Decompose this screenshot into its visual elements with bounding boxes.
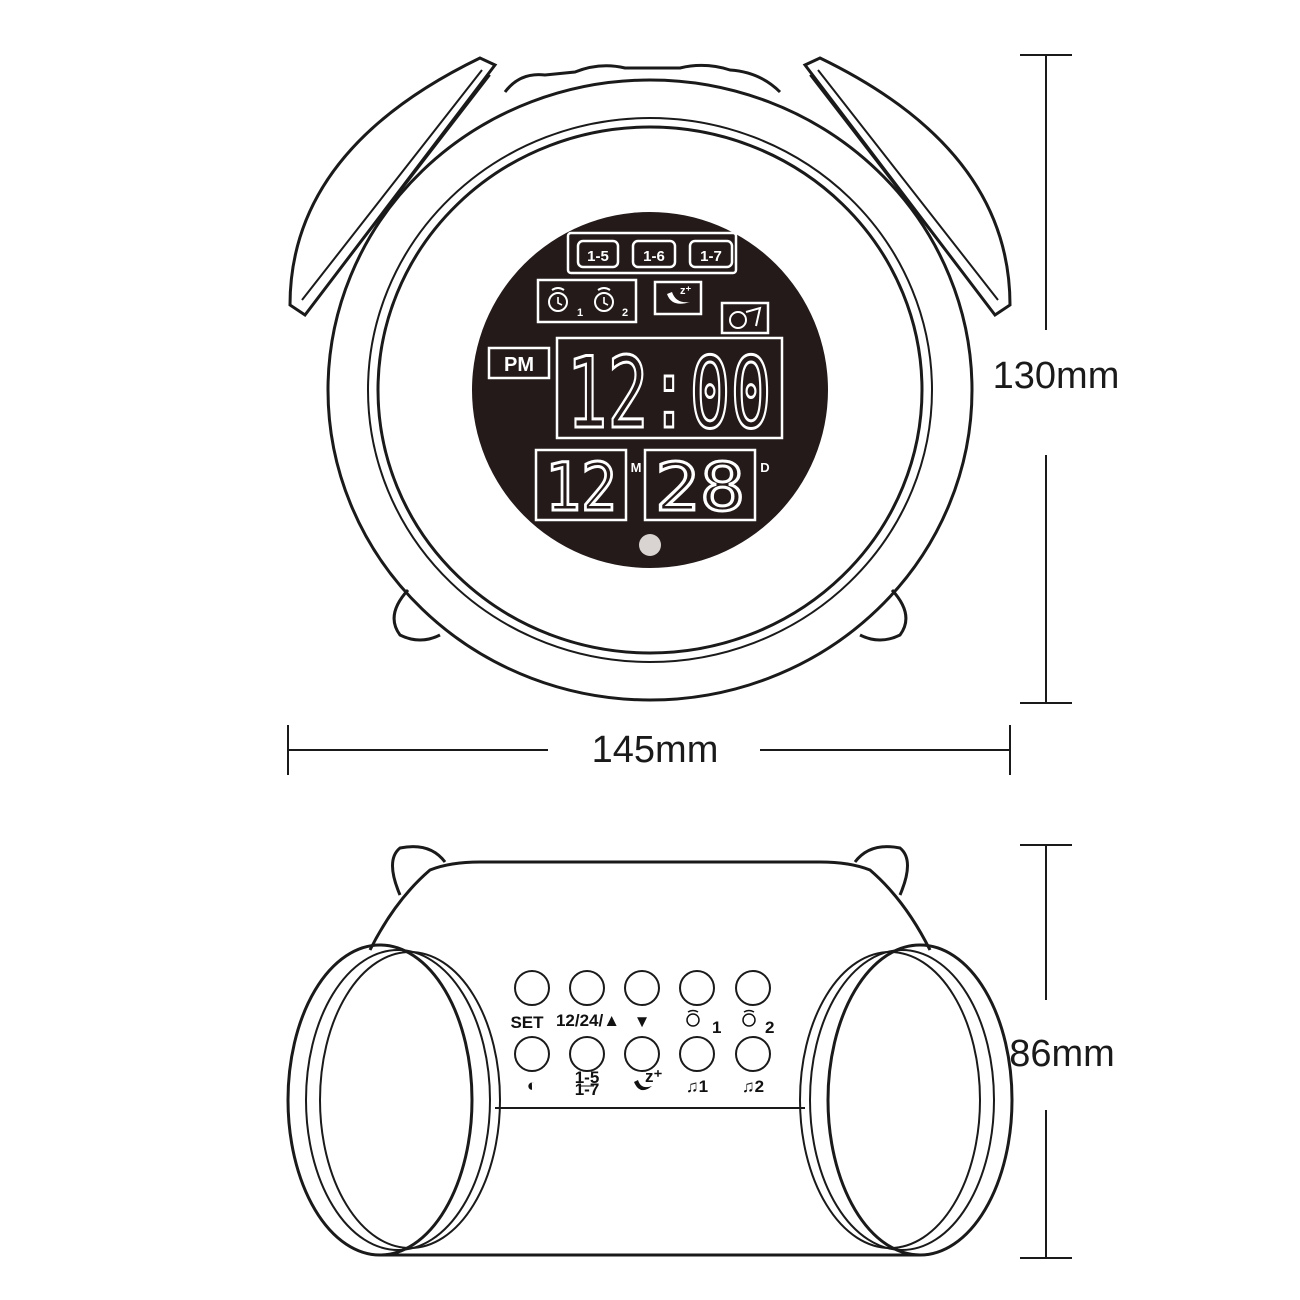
hour-format-up-button[interactable] <box>569 970 605 1006</box>
left-ear <box>391 845 447 896</box>
right-bell <box>802 56 1012 318</box>
day-mode-label-3: 1-7 <box>700 248 722 265</box>
alarm-2-sub: 2 <box>622 307 628 319</box>
button-row-2: ◐ 1-5 1-7 z⁺ ♫1 ♫2 <box>514 1036 771 1099</box>
music-1-button[interactable] <box>679 1036 715 1072</box>
down-button-label: ▼ <box>634 1012 651 1031</box>
day-box <box>643 448 757 522</box>
alarm-2-button[interactable] <box>735 970 771 1006</box>
alarm-2-icon <box>594 287 614 312</box>
lcd-display: 1-5 1-6 1-7 1 2 <box>472 212 828 568</box>
alarm-1-button[interactable] <box>679 970 715 1006</box>
music-2-icon: ♫2 <box>742 1077 764 1096</box>
lcd-screen <box>472 212 828 568</box>
top-buttons-outline <box>503 63 782 94</box>
height-front-label: 130mm <box>993 355 1120 397</box>
brightness-button[interactable] <box>514 1036 550 1072</box>
right-bell-top <box>799 943 1014 1257</box>
front-view: 1-5 1-6 1-7 1 2 <box>288 56 1012 702</box>
set-button-label: SET <box>510 1013 544 1032</box>
snooze-moon-icon: z⁺ <box>634 1067 663 1091</box>
clock-body-ring-1 <box>367 117 933 663</box>
ampm-indicator: PM <box>504 354 534 376</box>
left-foot <box>392 588 441 642</box>
dimension-height-front: 130mm <box>993 54 1120 704</box>
svg-text:1-7: 1-7 <box>575 1080 600 1099</box>
day-mode-box-2 <box>631 239 677 269</box>
ampm-box <box>487 346 551 380</box>
music-2-button[interactable] <box>735 1036 771 1072</box>
snooze-button[interactable] <box>624 1036 660 1072</box>
right-foot <box>859 588 908 642</box>
alarm-indicator-group: 1 2 <box>536 278 638 324</box>
day-mode-label-1: 1-5 <box>587 248 609 265</box>
width-label: 145mm <box>592 729 719 771</box>
time-readout: 12:00 <box>567 337 772 451</box>
alarm-1-button-label: 1 <box>712 1018 721 1037</box>
alarm-2-button-label: 2 <box>765 1018 774 1037</box>
right-ear <box>853 845 909 896</box>
day-mode-label-2: 1-6 <box>643 248 665 265</box>
dimension-width: 145mm <box>287 725 1011 775</box>
day-mode-box-3 <box>688 239 734 269</box>
svg-text:1-5: 1-5 <box>575 1068 600 1087</box>
alarm-1-sub: 1 <box>577 307 583 319</box>
day-mode-box-1 <box>576 239 620 269</box>
light-sensor <box>639 534 661 556</box>
alarm-1-icon <box>548 287 568 312</box>
svg-text:z⁺: z⁺ <box>680 285 692 297</box>
alarm-sound-icon <box>720 301 770 335</box>
day-unit: D <box>760 460 769 475</box>
brightness-icon: ◐ <box>527 1076 537 1095</box>
alarm-clock-icon <box>686 1009 700 1027</box>
day-mode-group: 1-5 1-6 1-7 <box>566 231 738 275</box>
month-readout: 12 <box>545 449 617 526</box>
time-box <box>555 336 784 440</box>
day-mode-icon: 1-5 1-7 <box>575 1068 600 1099</box>
music-1-icon: ♫1 <box>686 1077 708 1096</box>
day-mode-button[interactable] <box>569 1036 605 1072</box>
set-button[interactable] <box>514 970 550 1006</box>
svg-text:z⁺: z⁺ <box>645 1067 663 1086</box>
day-readout: 28 <box>655 449 745 526</box>
left-bell-top <box>286 943 501 1257</box>
snooze-moon-icon: z⁺ <box>653 280 703 316</box>
top-view: SET 12/24/▲ ▼ 1 2 ◐ 1-5 <box>286 845 1014 1257</box>
hour-format-up-label: 12/24/▲ <box>556 1011 620 1030</box>
down-button[interactable] <box>624 970 660 1006</box>
month-unit: M <box>631 460 642 475</box>
height-top-label: 86mm <box>1009 1033 1115 1075</box>
alarm-clock-icon <box>742 1009 756 1027</box>
month-box <box>534 448 628 522</box>
clock-body-ring-2 <box>376 125 924 655</box>
dimension-height-top: 86mm <box>1009 844 1115 1259</box>
left-bell <box>288 56 498 318</box>
button-row-1: SET 12/24/▲ ▼ 1 2 <box>510 970 774 1037</box>
top-body-upper <box>368 860 932 951</box>
clock-body-outer <box>326 78 974 702</box>
